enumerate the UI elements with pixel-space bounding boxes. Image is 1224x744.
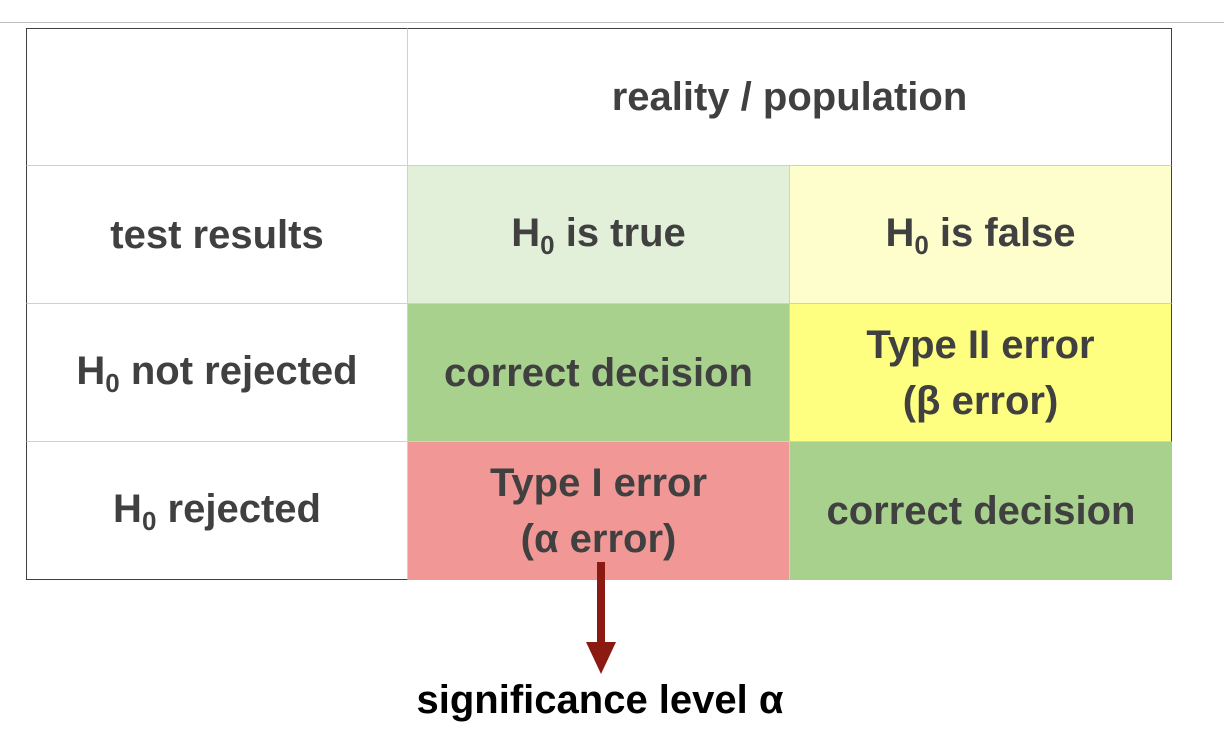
correct-decision-label-1: correct decision bbox=[443, 350, 753, 395]
decision-table: reality / population test results H0 is … bbox=[26, 28, 1172, 580]
h0-true-label: H0 is true bbox=[511, 210, 686, 260]
type-ii-error-label: Type II error (β error) bbox=[866, 322, 1095, 423]
h0-not-rejected-label-cell: H0 not rejected bbox=[26, 304, 408, 442]
correct-decision-cell-2: correct decision bbox=[790, 442, 1172, 580]
h0-false-header-cell: H0 is false bbox=[790, 166, 1172, 304]
reality-header-label: reality / population bbox=[611, 75, 968, 119]
type-i-error-label: Type I error (α error) bbox=[489, 461, 708, 561]
down-arrow-icon bbox=[586, 562, 616, 674]
arrow-head bbox=[586, 642, 616, 674]
correct-decision-cell-1: correct decision bbox=[408, 304, 790, 442]
h0-rejected-label: H0 rejected bbox=[113, 486, 321, 536]
arrow-shaft bbox=[597, 562, 605, 644]
top-rule bbox=[0, 22, 1224, 23]
significance-level-label: significance level α bbox=[416, 678, 784, 722]
corner-empty-cell bbox=[26, 28, 408, 166]
h0-rejected-label-cell: H0 rejected bbox=[26, 442, 408, 580]
test-results-label: test results bbox=[110, 212, 324, 257]
h0-true-header-cell: H0 is true bbox=[408, 166, 790, 304]
reality-header-cell: reality / population bbox=[408, 28, 1172, 166]
correct-decision-label-2: correct decision bbox=[826, 489, 1136, 533]
type-ii-error-cell: Type II error (β error) bbox=[790, 304, 1172, 442]
type-i-error-cell: Type I error (α error) bbox=[408, 442, 790, 580]
test-results-label-cell: test results bbox=[26, 166, 408, 304]
h0-false-label: H0 is false bbox=[885, 210, 1076, 260]
h0-not-rejected-label: H0 not rejected bbox=[76, 348, 358, 398]
